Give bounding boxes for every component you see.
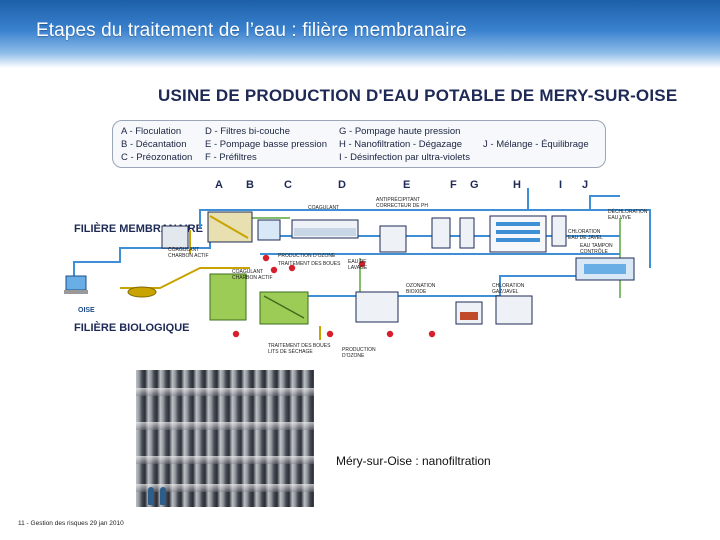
worker-figure	[160, 487, 166, 505]
settler-bio	[259, 291, 309, 325]
membrane-stage-e-h	[379, 215, 635, 281]
stage-letters: A B C D E F G H I J	[60, 179, 660, 193]
stage-letter-c: C	[284, 179, 292, 191]
legend-column-1: A - Floculation B - Décantation C - Préo…	[121, 125, 192, 164]
stage-letter-d: D	[338, 179, 346, 191]
pump-g	[459, 217, 475, 249]
legend-item: H - Nanofiltration - Dégazage	[339, 139, 463, 150]
tank-a	[161, 225, 189, 249]
oise-intake	[65, 275, 87, 291]
flocculator	[127, 286, 157, 298]
stage-letter-g: G	[470, 179, 479, 191]
filter-bio-media	[460, 312, 478, 320]
membrane-stage-a-c	[127, 211, 281, 298]
ozone-marker	[358, 260, 366, 268]
intake-line	[73, 228, 211, 286]
stage-letter-e: E	[403, 179, 411, 191]
slide-footer: 11 - Gestion des risques 29 jan 2010	[18, 520, 124, 527]
label-production-ozone-1: PRODUCTION D'OZONE	[278, 253, 336, 259]
photo-caption: Méry-sur-Oise : nanofiltration	[336, 454, 491, 468]
legend-item: J - Mélange - Équilibrage	[483, 139, 589, 150]
worker-figure	[148, 487, 154, 505]
pipe-band	[136, 388, 314, 396]
ozone-marker	[262, 254, 270, 262]
pipe-band	[136, 484, 314, 492]
slide-header: Etapes du traitement de l’eau : filière …	[0, 0, 720, 68]
membrane-2	[496, 230, 540, 234]
process-schematic	[64, 188, 651, 340]
legend-column-4: J - Mélange - Équilibrage	[483, 138, 589, 151]
stage-letter-h: H	[513, 179, 521, 191]
label-coagulant-top: COAGULANT	[308, 205, 340, 211]
biological-line	[260, 275, 620, 297]
membrane-top-line	[199, 209, 651, 268]
settler-plate	[209, 215, 249, 239]
stage-letter-j: J	[582, 179, 589, 191]
oise-base	[64, 290, 88, 294]
uv-i	[551, 215, 567, 247]
ozone-marker	[232, 330, 240, 338]
floc-tank	[209, 273, 247, 321]
biological-stage	[209, 273, 533, 325]
membrane-stage-d	[291, 219, 359, 239]
legend-item: B - Décantation	[121, 139, 187, 150]
legend-item: F - Préfiltres	[205, 152, 257, 163]
tank-c	[257, 219, 281, 241]
legend-column-2: D - Filtres bi-couche E - Pompage basse …	[205, 125, 327, 164]
ozone-bio	[355, 291, 399, 323]
stage-letter-a: A	[215, 179, 223, 191]
legend-item: G - Pompage haute pression	[339, 126, 461, 137]
stage-letter-i: I	[559, 179, 563, 191]
ozone-markers	[232, 254, 436, 338]
prefilter-f	[431, 217, 451, 249]
legend-item: C - Préozonation	[121, 152, 193, 163]
legend-item: E - Pompage basse pression	[205, 139, 327, 150]
filter-media	[294, 228, 356, 236]
pipe-band	[136, 422, 314, 430]
membrane-1	[496, 222, 540, 226]
mixing-water	[584, 264, 626, 274]
ozone-marker	[288, 264, 296, 272]
pipe-band	[136, 456, 314, 464]
nanofiltration-photo	[136, 370, 314, 507]
ozone-marker	[326, 330, 334, 338]
label-traitement-boues: TRAITEMENT DES BOUES	[278, 261, 341, 267]
legend-item: I - Désinfection par ultra-violets	[339, 152, 470, 163]
riser-line-2	[589, 195, 620, 210]
pump-e	[379, 225, 407, 253]
stage-letter-f: F	[450, 179, 457, 191]
row-label-biological: FILIÈRE BIOLOGIQUE	[74, 322, 190, 334]
legend-item: A - Floculation	[121, 126, 182, 137]
legend-item: D - Filtres bi-couche	[205, 126, 290, 137]
diagram-legend: A - Floculation B - Décantation C - Préo…	[112, 120, 606, 168]
membrane-3	[496, 238, 540, 242]
ozone-marker	[270, 266, 278, 274]
label-oise: OISE	[78, 307, 95, 314]
caption-background	[314, 442, 660, 462]
process-diagram: USINE DE PRODUCTION D'EAU POTABLE DE MER…	[60, 78, 677, 378]
legend-column-3: G - Pompage haute pression H - Nanofiltr…	[339, 125, 470, 164]
carbon-bio	[495, 295, 533, 325]
ozone-marker	[386, 330, 394, 338]
slide-title: Etapes du traitement de l’eau : filière …	[36, 20, 467, 41]
settler-bio-plate	[263, 295, 305, 319]
ozone-marker	[428, 330, 436, 338]
diagram-title: USINE DE PRODUCTION D'EAU POTABLE DE MER…	[158, 86, 678, 105]
stage-letter-b: B	[246, 179, 254, 191]
